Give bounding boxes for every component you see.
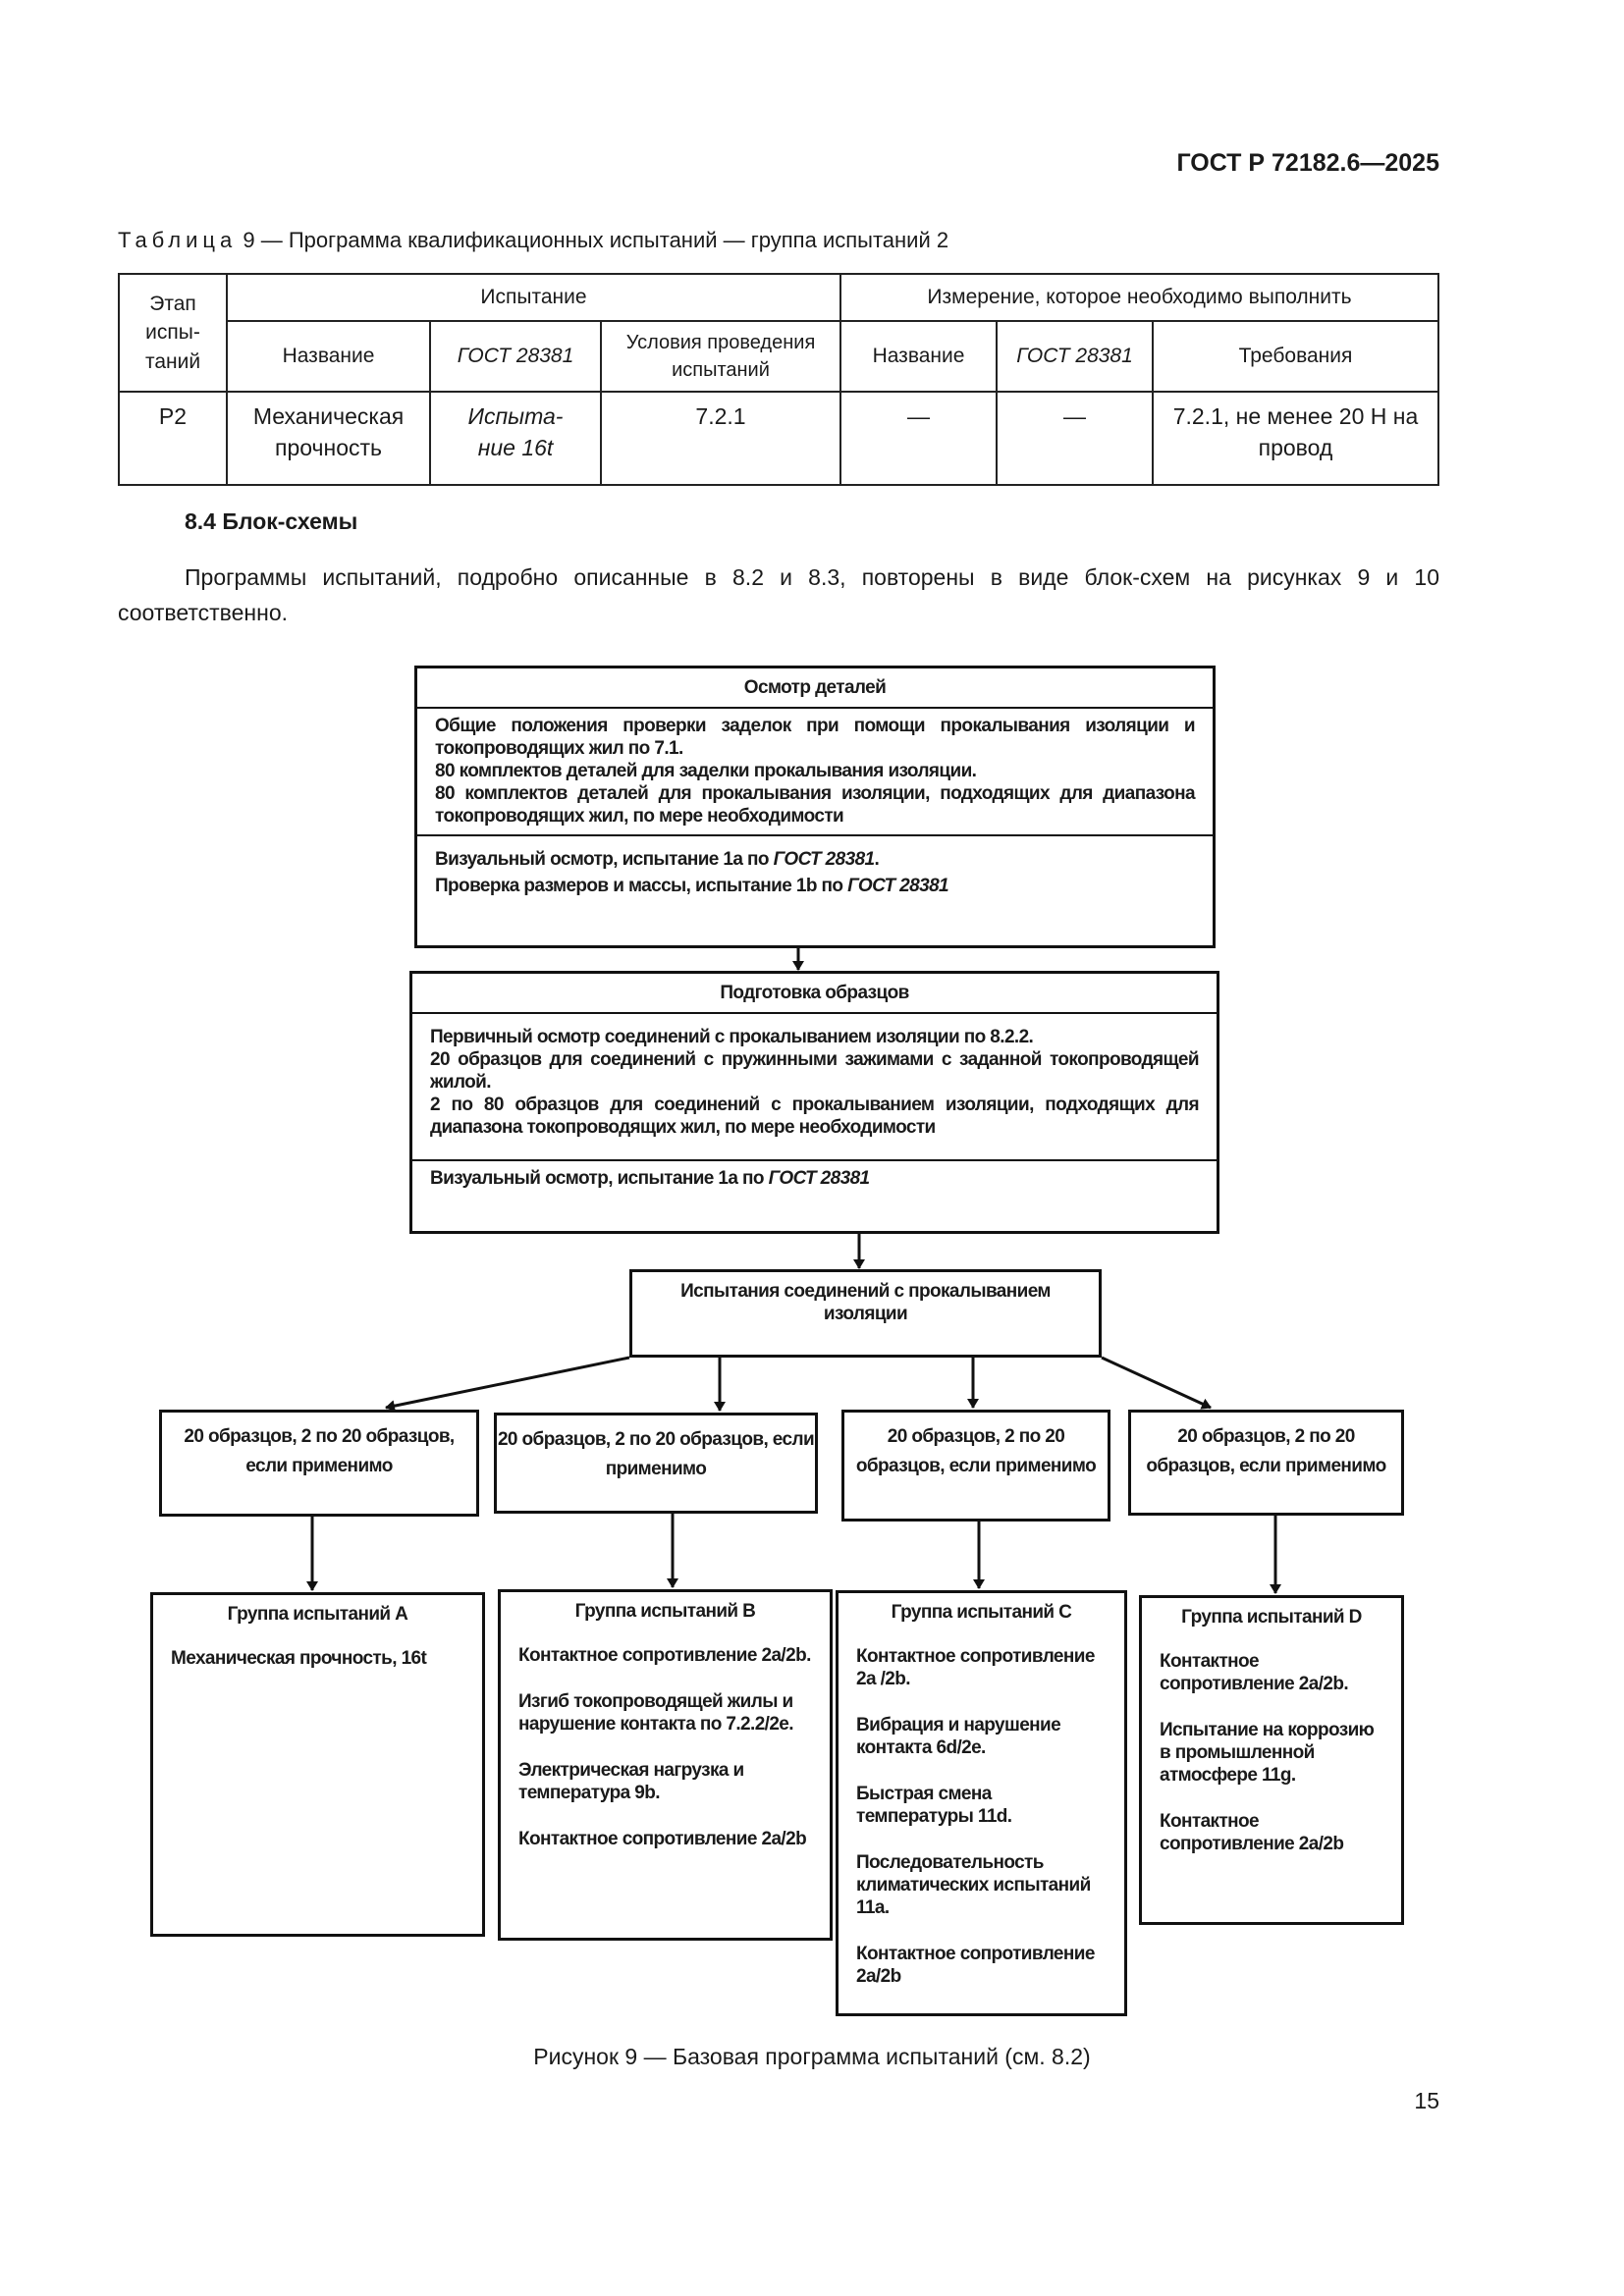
box-samples-c: 20 образцов, 2 по 20 образцов, если прим…: [841, 1410, 1110, 1522]
box-text: 80 комплектов деталей для заделки прокал…: [435, 761, 977, 781]
table-caption: Таблица 9 — Программа квалификационных и…: [118, 228, 948, 253]
box-text: Визуальный осмотр, испытание 1а по ГОСТ …: [435, 849, 880, 870]
group-item: Контактное сопротивление 2a/2b.: [518, 1645, 811, 1666]
box-samples-d: 20 образцов, 2 по 20 образцов, если прим…: [1128, 1410, 1404, 1516]
header-conditions: Условия проведения испытаний: [600, 320, 841, 393]
cell-requirements: 7.2.1, не менее 20 Н на провод: [1152, 391, 1439, 486]
qualification-table: Этап испы-таний Испытание Измерение, кот…: [118, 273, 1439, 486]
box-text: Общие положения проверки заделок при пом…: [435, 716, 1196, 759]
group-item: Быстрая смена температуры 11d.: [856, 1784, 1012, 1827]
header-test: Испытание: [226, 273, 841, 322]
group-item: Изгиб токопроводящей жилы и нарушение ко…: [518, 1691, 794, 1735]
table-caption-word: Таблица: [118, 228, 238, 252]
section-paragraph: Программы испытаний, подробно описанные …: [118, 564, 1439, 625]
header-stage: Этап испы-таний: [118, 273, 228, 393]
header-name: Название: [226, 320, 431, 393]
box-group-b: Группа испытаний В Контактное сопротивле…: [498, 1589, 833, 1941]
document-id: ГОСТ Р 72182.6—2025: [1176, 149, 1439, 177]
cell-stage: P2: [118, 391, 228, 486]
box-title: Осмотр деталей: [743, 677, 887, 698]
group-item: Последовательность климатических испытан…: [856, 1852, 1091, 1918]
box-text: 2 по 80 образцов для соединений с прокал…: [430, 1095, 1200, 1138]
box-group-d: Группа испытаний D Контактное сопротивле…: [1139, 1595, 1404, 1925]
group-title: Группа испытаний А: [227, 1604, 408, 1625]
group-item: Электрическая нагрузка и температура 9b.: [518, 1760, 744, 1803]
cell-name: Механическая прочность: [226, 391, 431, 486]
cell-name-2: —: [839, 391, 998, 486]
group-item: Контактное сопротивление 2a/2b: [856, 1944, 1095, 1987]
box-piercing-tests: Испытания соединений с прокалыванием изо…: [629, 1269, 1102, 1358]
header-requirements: Требования: [1152, 320, 1439, 393]
arrow: [385, 1356, 630, 1413]
box-text: Первичный осмотр соединений с прокалыван…: [430, 1027, 1034, 1047]
box-text: 80 комплектов деталей для прокалывания и…: [435, 783, 1196, 827]
cell-gost: Испыта-ние 16t: [429, 391, 602, 486]
group-item: Механическая прочность, 16t: [171, 1648, 427, 1669]
box-parts-inspection: Осмотр деталей Общие положения проверки …: [414, 666, 1216, 948]
table-row: P2 Механическая прочность Испыта-ние 16t…: [118, 391, 1439, 486]
header-gost: ГОСТ 28381: [429, 320, 602, 393]
group-item: Контактное сопротивление 2a /2b.: [856, 1646, 1095, 1689]
box-group-c: Группа испытаний С Контактное сопротивле…: [836, 1590, 1127, 2016]
group-item: Контактное сопротивление 2a/2b: [518, 1829, 807, 1849]
figure-caption: Рисунок 9 — Базовая программа испытаний …: [533, 2044, 1091, 2069]
group-title: Группа испытаний D: [1181, 1607, 1362, 1628]
cell-conditions: 7.2.1: [600, 391, 841, 486]
box-samples-a: 20 образцов, 2 по 20 образцов, если прим…: [159, 1410, 479, 1517]
box-text: 20 образцов для соединений с пружинными …: [430, 1049, 1200, 1093]
group-title: Группа испытаний С: [891, 1602, 1072, 1623]
group-item: Вибрация и нарушение контакта 6d/2e.: [856, 1715, 1061, 1758]
box-group-a: Группа испытаний А Механическая прочност…: [150, 1592, 485, 1937]
box-samples-b: 20 образцов, 2 по 20 образцов, если прим…: [494, 1413, 818, 1514]
box-sample-preparation: Подготовка образцов Первичный осмотр сое…: [409, 971, 1219, 1234]
group-item: Испытание на коррозию в промышленной атм…: [1160, 1720, 1375, 1786]
header-gost-2: ГОСТ 28381: [996, 320, 1154, 393]
header-measure: Измерение, которое необходимо выполнить: [839, 273, 1439, 322]
cell-gost-2: —: [996, 391, 1154, 486]
box-title: Подготовка образцов: [720, 983, 909, 1003]
box-text: Визуальный осмотр, испытание 1а по ГОСТ …: [412, 1159, 1217, 1200]
box-text: Проверка размеров и массы, испытание 1b …: [435, 876, 949, 896]
group-title: Группа испытаний В: [574, 1601, 756, 1622]
group-item: Контактное сопротивление 2a/2b.: [1160, 1651, 1349, 1694]
header-name-2: Название: [839, 320, 998, 393]
table-caption-text: 9 — Программа квалификационных испытаний…: [237, 228, 949, 252]
page-number: 15: [1414, 2088, 1439, 2113]
group-item: Контактное сопротивление 2a/2b: [1160, 1811, 1344, 1854]
arrow: [1101, 1356, 1212, 1410]
section-title: 8.4 Блок-схемы: [185, 508, 358, 534]
